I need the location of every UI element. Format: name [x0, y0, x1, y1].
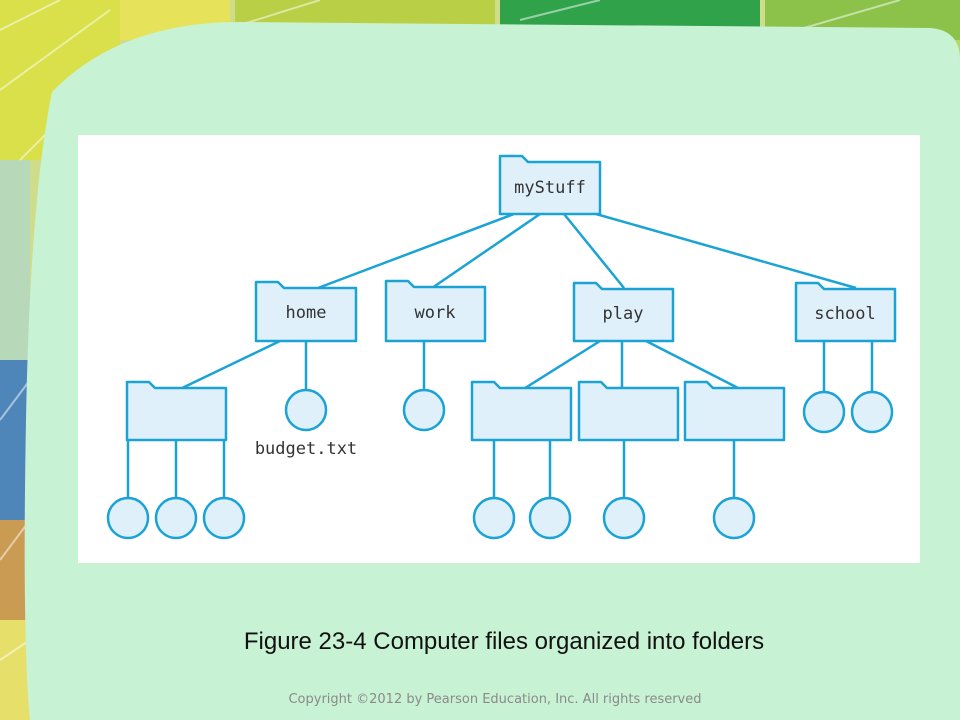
unnamed-folder: [577, 380, 680, 442]
unnamed-folder: [683, 380, 786, 442]
file-node: [712, 496, 756, 540]
copyright-notice: Copyright ©2012 by Pearson Education, In…: [288, 692, 702, 707]
folder-play: play: [572, 281, 675, 343]
folder-tree-figure: myStuff home work play school: [78, 135, 920, 563]
file-node: [154, 496, 198, 540]
file-node: [528, 496, 572, 540]
unnamed-folder: [470, 380, 573, 442]
folder-icon: [794, 281, 897, 343]
folder-icon: [498, 154, 602, 216]
folder-label-work: work: [415, 303, 456, 323]
folder-icon: [577, 380, 680, 442]
folder-work: work: [384, 279, 487, 343]
file-node: [402, 388, 446, 432]
folder-icon: [683, 380, 786, 442]
folder-home: home: [254, 280, 358, 343]
figure-caption: Figure 23-4 Computer files organized int…: [243, 628, 765, 655]
connector-lines: [126, 212, 874, 498]
file-node-budget: [284, 388, 328, 432]
folder-school: school: [794, 281, 897, 343]
folder-icon: [572, 281, 675, 343]
file-node: [602, 496, 646, 540]
file-node: [106, 496, 150, 540]
file-node: [472, 496, 516, 540]
file-label-budget: budget.txt: [255, 439, 357, 459]
folder-label-play: play: [603, 304, 644, 324]
unnamed-folder: [125, 380, 228, 442]
folder-label-home: home: [286, 303, 327, 323]
folder-mystuff: myStuff: [498, 154, 602, 216]
folder-icon: [384, 279, 487, 343]
file-node: [850, 390, 894, 434]
folder-label-school: school: [814, 304, 875, 324]
folder-icon: [254, 280, 358, 343]
file-node: [202, 496, 246, 540]
folder-label-mystuff: myStuff: [514, 178, 586, 198]
folder-icon: [125, 380, 228, 442]
file-node: [802, 390, 846, 434]
folder-icon: [470, 380, 573, 442]
file-nodes: [106, 388, 894, 540]
